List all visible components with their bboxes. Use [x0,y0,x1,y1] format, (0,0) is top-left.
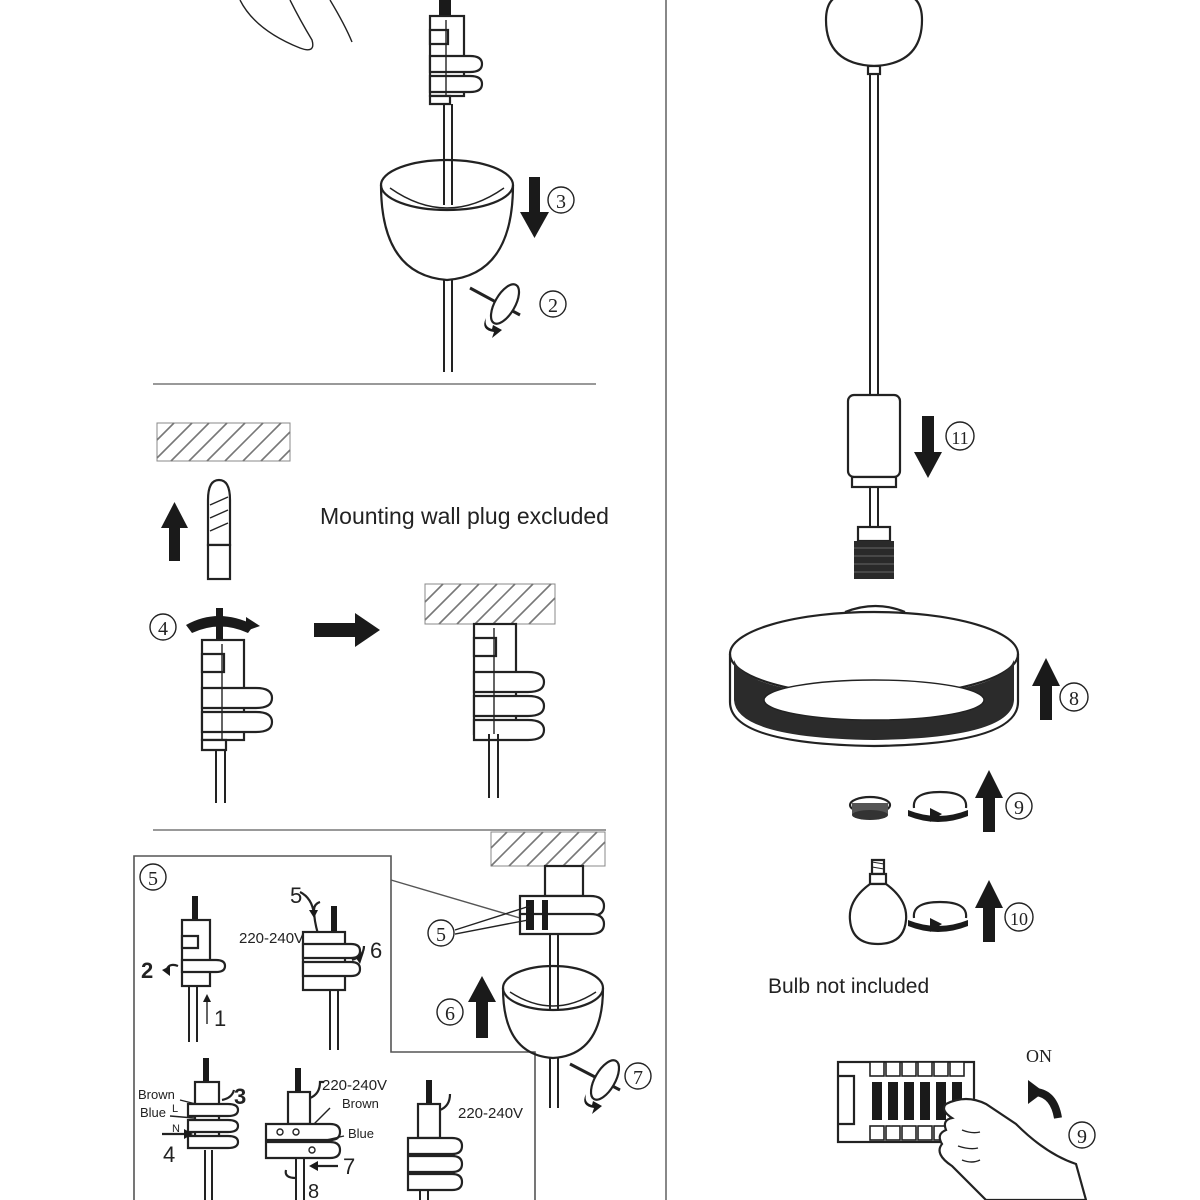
step-badge-7: 7 [624,1062,652,1090]
svg-text:2: 2 [141,958,153,983]
step-badge-9b: 9 [1068,1121,1096,1149]
svg-text:11: 11 [951,428,968,448]
ceiling-canopy-right [824,0,924,76]
light-bulb-icon [848,858,908,946]
svg-text:9: 9 [1014,797,1024,819]
svg-text:4: 4 [158,618,168,640]
terminal-block-middle [200,638,274,752]
hatched-ceiling-icon [490,831,606,867]
svg-text:2: 2 [548,295,558,317]
detail-terminal-d [264,1068,345,1200]
svg-text:220-240V: 220-240V [322,1077,387,1094]
arrow-up-icon [975,770,1003,832]
canopy-cup-top [379,155,515,282]
step-badge-5b: 5 [427,919,455,947]
svg-text:5: 5 [290,883,302,908]
svg-text:220-240V: 220-240V [458,1105,523,1122]
grub-screw-icon [469,283,521,338]
svg-text:220-240V: 220-240V [239,930,304,947]
step-badge-10: 10 [1004,902,1034,932]
step-badge-4: 4 [149,613,177,641]
detail-terminal-c [162,1058,240,1200]
svg-text:7: 7 [633,1067,643,1089]
grub-screw-icon [569,1059,621,1114]
svg-text:Brown: Brown [138,1087,175,1102]
detail-callout-line [390,879,521,919]
svg-text:L: L [172,1103,178,1115]
socket-cover-icon [846,393,902,489]
arrow-down-icon [914,416,942,478]
shade-ring-icon [848,795,892,820]
step-number: 3 [556,191,566,213]
switch-on-label: ON [1026,1046,1052,1066]
arrow-right-icon [314,613,380,647]
canopy-cup-bottom [501,962,605,1060]
svg-text:5: 5 [436,924,446,946]
terminal-block-mounted [472,622,546,742]
lamp-socket-icon [854,525,894,579]
svg-text:3: 3 [234,1084,246,1109]
svg-text:6: 6 [445,1003,455,1025]
svg-text:Blue: Blue [140,1105,166,1120]
arrow-down-icon [520,177,549,238]
wiring-detail-frame [133,855,536,1200]
lamp-shade [728,604,1020,748]
svg-text:Brown: Brown [342,1096,379,1111]
arrow-up-icon [1032,658,1060,720]
svg-text:4: 4 [163,1142,175,1167]
hand-illustration-switch [938,1097,1088,1200]
rotate-icon [908,790,968,822]
screw-icon [216,608,223,644]
svg-text:1: 1 [214,1006,226,1031]
detail-terminal-a [162,896,227,1042]
arrow-up-icon [468,976,496,1038]
step-badge-5: 5 [139,863,167,891]
step-badge-8: 8 [1059,682,1089,712]
bulb-note: Bulb not included [768,975,929,998]
step-badge-3: 3 [547,186,575,214]
step-badge-2: 2 [539,290,567,318]
svg-text:6: 6 [370,938,382,963]
svg-text:10: 10 [1010,909,1028,929]
svg-text:5: 5 [148,868,158,890]
hatched-ceiling-icon [156,422,291,462]
hand-illustration-top [239,0,353,51]
svg-text:Blue: Blue [348,1126,374,1141]
step-badge-6: 6 [436,998,464,1026]
wall-plug-icon [206,478,232,581]
hatched-ceiling-icon [424,583,556,625]
arrow-up-icon [161,502,188,561]
step-badge-9: 9 [1005,792,1033,820]
step-badge-11: 11 [945,421,975,451]
terminal-block-wired [518,864,606,962]
wall-plug-note: Mounting wall plug excluded [320,503,609,529]
detail-terminal-b [299,891,366,1050]
curved-arrow-icon [1028,1080,1062,1119]
svg-text:8: 8 [308,1181,319,1200]
svg-text:9: 9 [1077,1126,1087,1148]
rotate-icon [908,900,968,932]
svg-text:8: 8 [1069,688,1079,710]
arrow-up-icon [975,880,1003,942]
svg-text:N: N [172,1123,180,1135]
terminal-block-top [428,0,484,106]
svg-text:7: 7 [343,1154,355,1179]
detail-terminal-e [406,1080,464,1200]
